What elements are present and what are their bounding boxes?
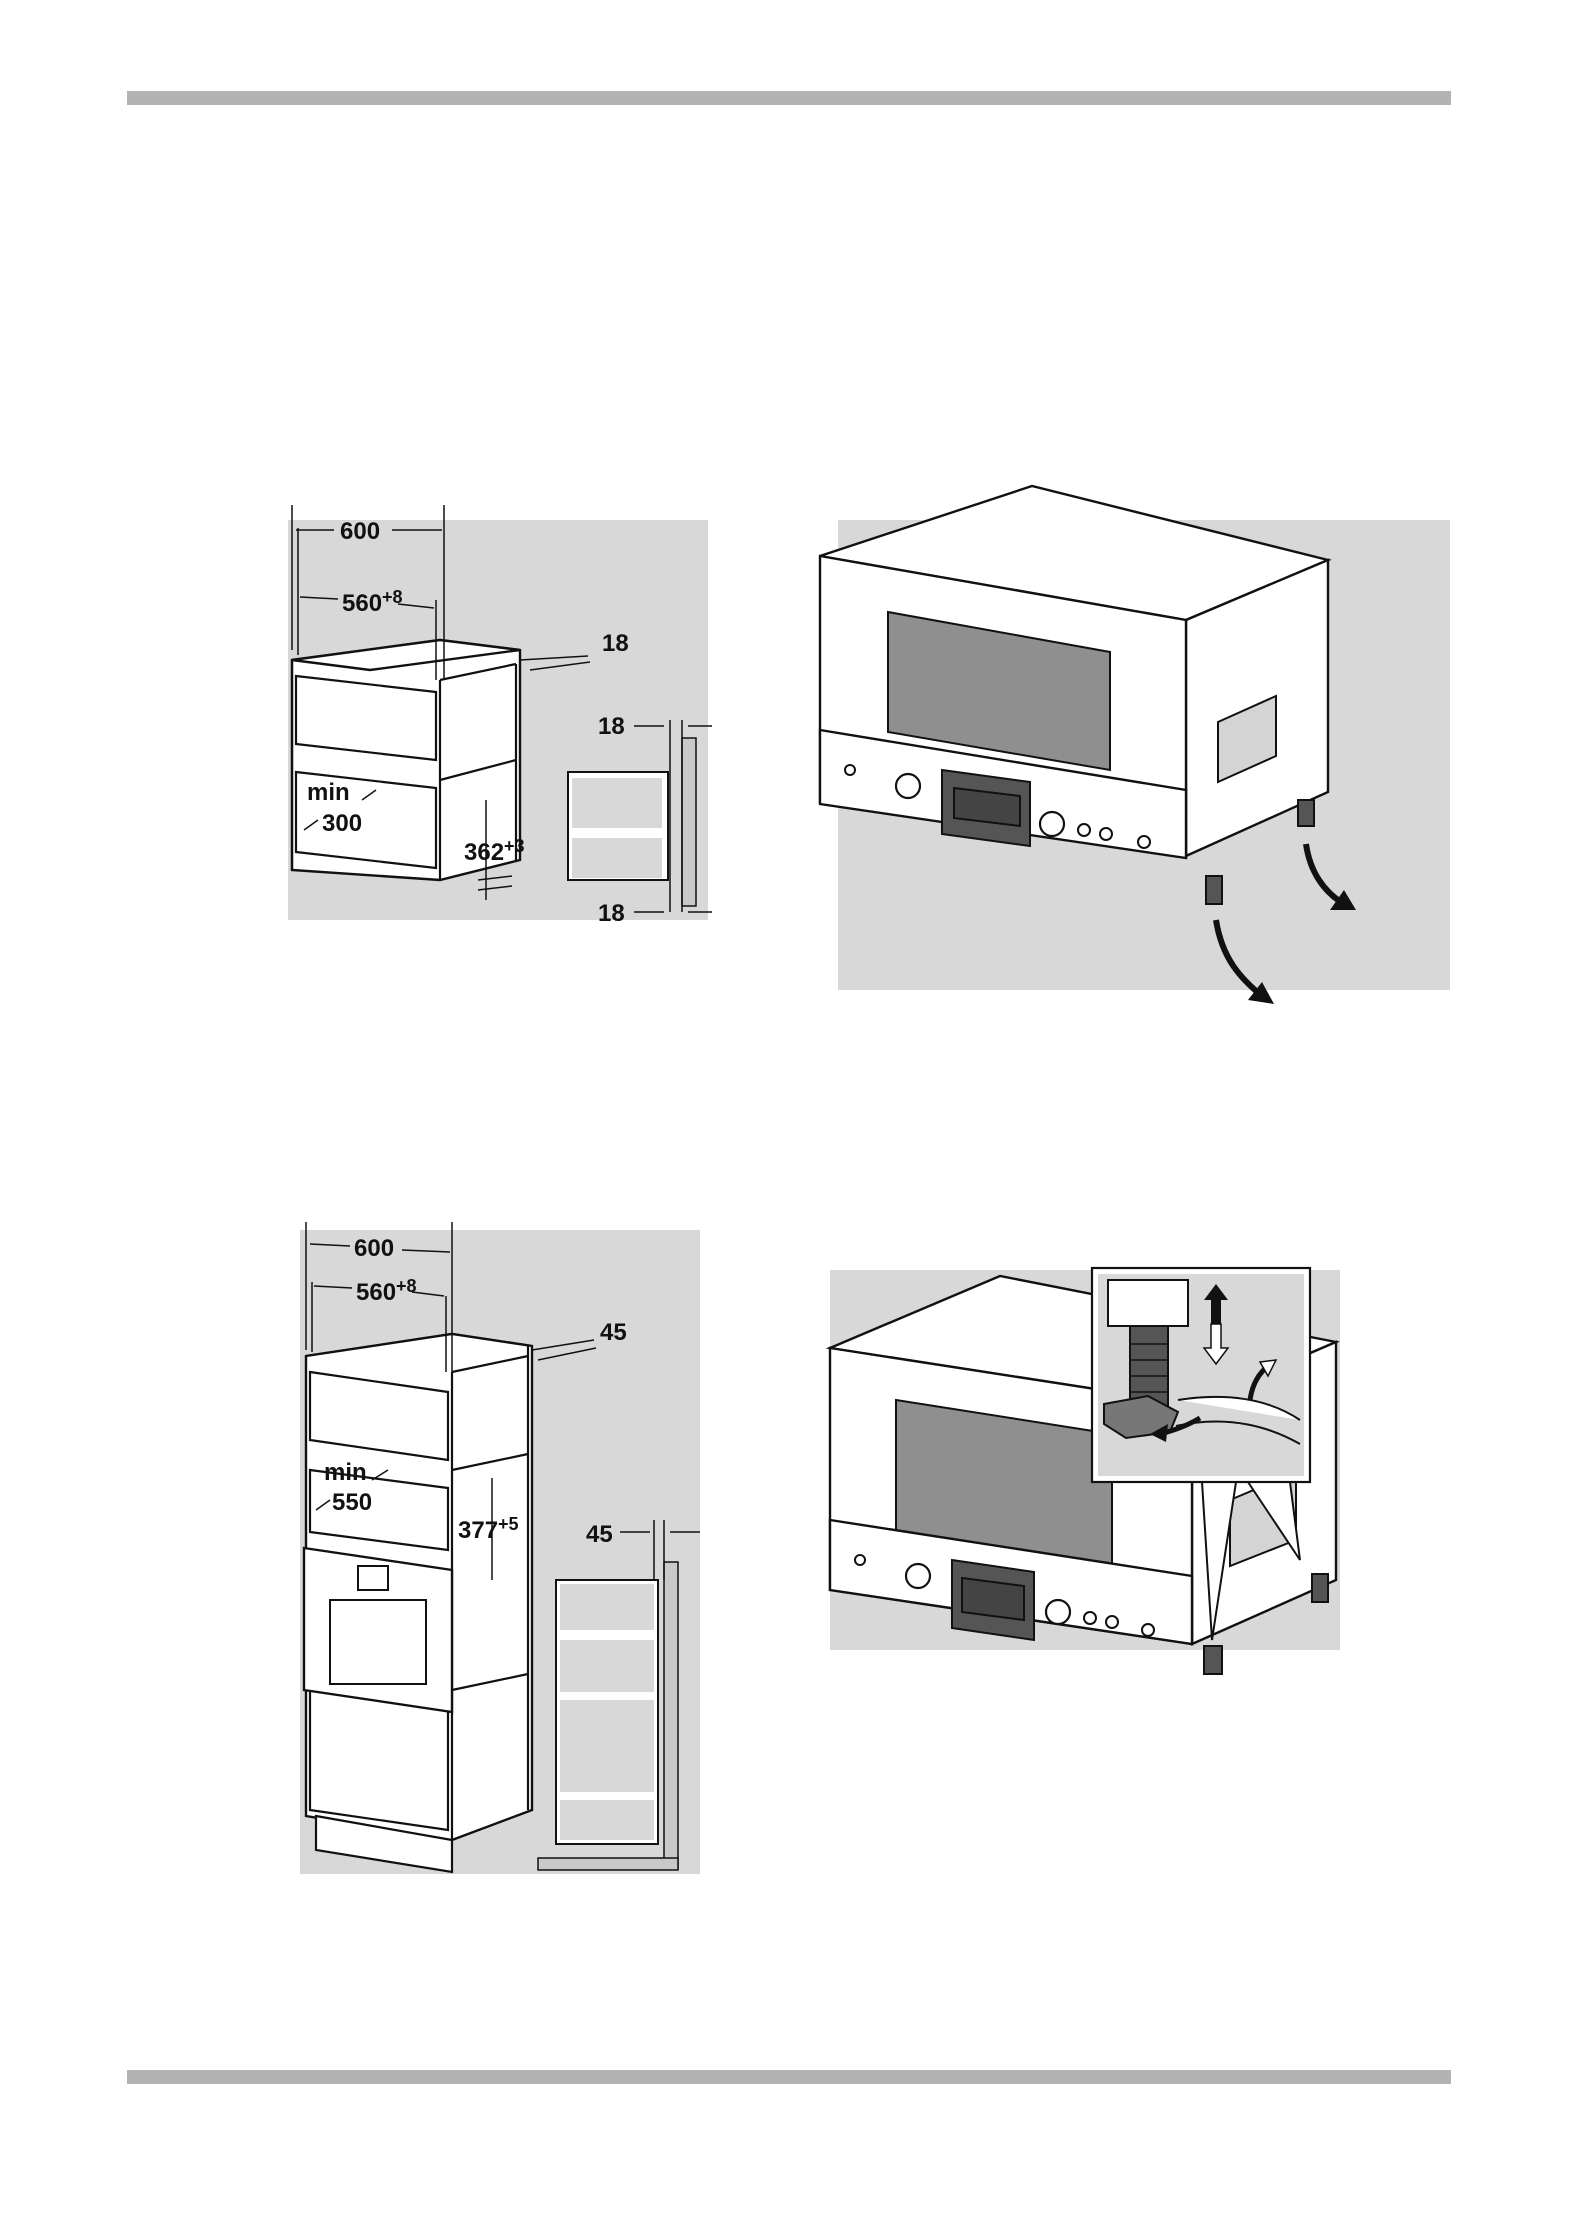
figure-appliance-feet	[820, 486, 1450, 1004]
dim-height-tol-tall: +5	[498, 1514, 519, 1534]
dim-min-value: 300	[322, 810, 362, 837]
dim-panel-top: 18	[602, 630, 629, 657]
dim-width-inner-tall: 560	[356, 1279, 396, 1306]
figure-cabinet-niche-tall: 600 560+8 45 min 550 377+5 45	[300, 1222, 700, 1874]
dim-height-tol: +3	[504, 836, 525, 856]
dim-height-tall: 377	[458, 1517, 498, 1544]
dim-min-label-tall: min	[324, 1459, 367, 1486]
figure-cabinet-niche-top: 600 560+8 18 min 300 362+3 18 18	[288, 505, 712, 927]
dim-height: 362	[464, 839, 504, 866]
dim-width-inner: 560	[342, 590, 382, 617]
dim-width-outer: 600	[340, 518, 380, 545]
dim-min-label: min	[307, 779, 350, 806]
dim-side-tall: 45	[586, 1521, 613, 1548]
dim-side-bottom: 18	[598, 900, 625, 927]
dim-panel-top-tall: 45	[600, 1319, 627, 1346]
dim-min-value-tall: 550	[332, 1489, 372, 1516]
dim-width-inner-tol-tall: +8	[396, 1276, 417, 1296]
dim-width-inner-tol: +8	[382, 587, 403, 607]
dim-width-outer-tall: 600	[354, 1235, 394, 1262]
figure-appliance-foot-adjust	[830, 1268, 1340, 1674]
dim-side-top: 18	[598, 713, 625, 740]
